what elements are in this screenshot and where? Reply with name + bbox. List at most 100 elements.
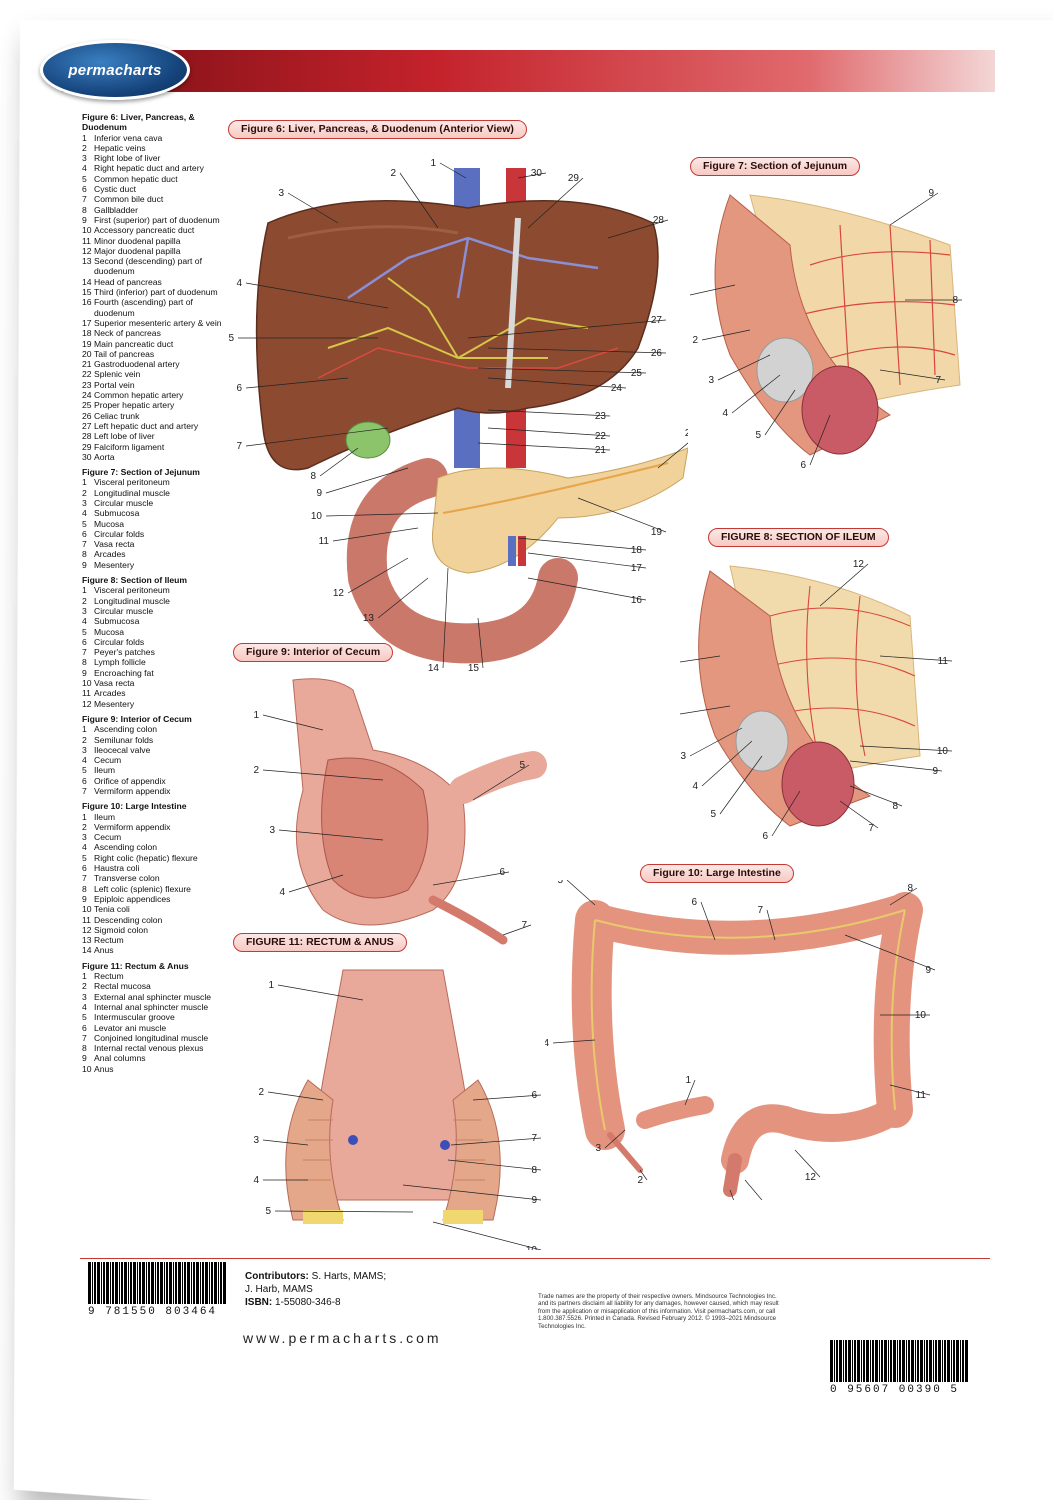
barcode-bar — [947, 1340, 950, 1382]
callout-number: 4 — [545, 1038, 549, 1049]
legend-item-label: Right colic (hepatic) flexure — [94, 852, 198, 863]
callout-number: 10 — [526, 1245, 538, 1250]
legend-item-label: Internal anal sphincter muscle — [94, 1001, 209, 1012]
callout-line — [442, 567, 449, 669]
legend-item-number: 25 — [82, 400, 92, 411]
barcode-bar — [834, 1340, 835, 1382]
barcode-bar — [182, 1262, 183, 1304]
callout-number: 1 — [253, 710, 259, 721]
barcode-bar — [935, 1340, 937, 1382]
barcode-bar — [146, 1262, 147, 1304]
callout-line — [680, 655, 721, 663]
callout-line — [287, 192, 339, 224]
barcode-bar — [861, 1340, 862, 1382]
callout-line — [701, 329, 751, 341]
barcode-bar — [926, 1340, 928, 1382]
callout-line — [701, 740, 753, 787]
legend-item-number: 10 — [82, 1063, 92, 1074]
legend-item-number: 11 — [82, 688, 91, 699]
legend-item-number: 4 — [82, 163, 87, 174]
callout-line — [262, 769, 384, 781]
callout-number: 9 — [531, 1195, 537, 1206]
legend-item-number: 20 — [82, 348, 92, 359]
legend-item-label: Splenic vein — [94, 369, 141, 380]
barcode-bar — [897, 1340, 898, 1382]
barcode-bar — [902, 1340, 905, 1382]
barcode-bar — [906, 1340, 907, 1382]
callout-number: 14 — [428, 663, 440, 674]
legend-item-number: 8 — [82, 204, 87, 215]
callout-line — [487, 377, 627, 389]
callout-line — [527, 577, 647, 601]
barcode-bar — [845, 1340, 847, 1382]
legend-item-label: Right hepatic duct and artery — [94, 163, 204, 174]
callout-number: 3 — [269, 825, 275, 836]
callout-number: 8 — [907, 883, 913, 894]
callout-number: 20 — [685, 428, 688, 439]
callout-number: 8 — [531, 1165, 537, 1176]
callout-line — [689, 727, 743, 757]
callout-number: 30 — [531, 168, 543, 179]
legend-item-label: Intermuscular groove — [94, 1012, 175, 1023]
legend-item-label: Hepatic veins — [94, 142, 146, 153]
callout-line — [690, 284, 736, 296]
barcode-bar — [184, 1262, 186, 1304]
legend-item-label: Descending colon — [94, 914, 163, 925]
barcode-bar — [124, 1262, 127, 1304]
barcode-bar — [924, 1340, 925, 1382]
legend-item-number: 24 — [82, 390, 92, 401]
legend-item-number: 12 — [82, 245, 92, 256]
legend-section-title: Figure 9: Interior of Cecum — [82, 713, 192, 724]
legend-item-label: Mucosa — [94, 518, 125, 529]
callout-line — [719, 755, 763, 815]
legend-item-number: 10 — [82, 904, 92, 915]
legend-item: 6 Haustra coli — [82, 863, 222, 873]
barcode-bar — [187, 1262, 190, 1304]
legend-item-number: 9 — [82, 893, 87, 904]
legend-item-number: 4 — [82, 842, 87, 853]
callout-number: 6 — [499, 867, 505, 878]
legend-item-label: Accessory pancreatic duct — [94, 225, 195, 236]
permacharts-logo: permacharts — [40, 40, 190, 100]
callout-line — [731, 374, 781, 414]
legend-item-label: Arcades — [94, 549, 126, 560]
legend-item-number: 7 — [82, 786, 87, 796]
legend-item-label: Rectum — [94, 935, 124, 946]
legend-item-number: 26 — [82, 410, 92, 421]
figure-8-title: FIGURE 8: SECTION OF ILEUM — [708, 528, 889, 547]
callout-line — [432, 1221, 542, 1250]
legend-item-number: 6 — [82, 863, 87, 874]
barcode-bar — [890, 1340, 892, 1382]
callout-line — [477, 367, 647, 374]
barcode-bar — [960, 1340, 961, 1382]
callout-number: 5 — [755, 430, 761, 441]
disclaimer-text: Trade names are the property of their re… — [538, 1293, 779, 1330]
legend-item-label: Left hepatic duct and artery — [94, 420, 199, 431]
barcode-bar — [870, 1340, 871, 1382]
legend-item-number: 21 — [82, 359, 92, 370]
barcode-bar — [119, 1262, 120, 1304]
callout-number: 2 — [637, 1175, 643, 1186]
callout-number: 2 — [253, 765, 259, 776]
callout-line — [245, 282, 389, 309]
barcode-bar — [121, 1262, 123, 1304]
legend-item-number: 14 — [82, 276, 92, 287]
legend-item-label: Haustra coli — [94, 863, 140, 874]
legend-item-number: 18 — [82, 328, 92, 339]
callout-line — [744, 1179, 763, 1200]
callout-line — [517, 172, 547, 179]
